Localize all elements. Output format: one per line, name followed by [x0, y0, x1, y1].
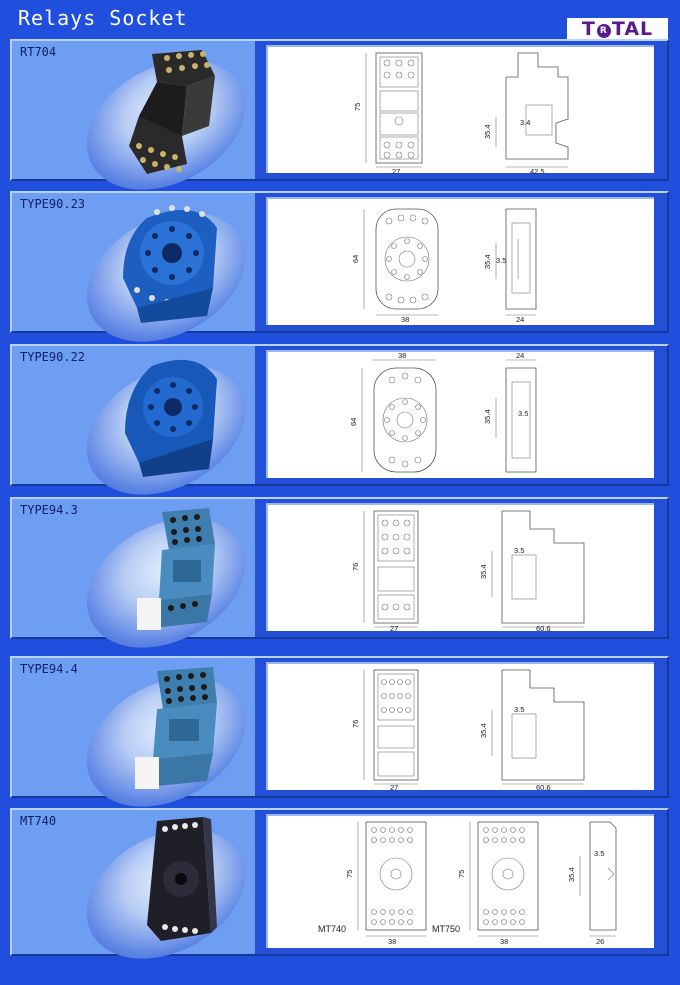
- dim-offset: 3.5: [518, 409, 528, 418]
- dim-offset: 3.5: [496, 256, 506, 265]
- model-label: MT740: [20, 814, 57, 828]
- socket-panel-type94-3: TYPE94.3 76 27 35.4 3.5 60.6: [10, 492, 669, 674]
- socket-panel-mt740: MT740 75 MT740 38 75 MT750 38 35.4: [10, 803, 669, 985]
- dim-rail: 35.4: [483, 254, 492, 269]
- blue-square-socket-icon: [135, 667, 217, 789]
- dimension-drawing: 38 64 24 35.4 3.5: [266, 350, 654, 478]
- model-label: TYPE90.23: [20, 197, 86, 211]
- model-label: TYPE94.3: [20, 503, 78, 517]
- dim-height: 64: [349, 418, 358, 426]
- dimension-drawing: 64 38 35.4 3.5 24: [266, 197, 654, 325]
- dim-height: 64: [351, 255, 360, 263]
- dim-rail: 35.4: [479, 723, 488, 738]
- model-label: TYPE90.22: [20, 350, 86, 364]
- socket-panel-rt704: RT704 75 27 35.4: [10, 34, 669, 216]
- blue-round-socket-icon: [125, 359, 217, 477]
- dim-offset: 3.5: [514, 546, 524, 555]
- dim-rail: 35.4: [483, 409, 492, 424]
- dim-depth: 60.6: [536, 624, 551, 633]
- variant-label-mt740: MT740: [318, 924, 346, 934]
- dimension-drawing: 75 MT740 38 75 MT750 38 35.4 3.5 26: [266, 814, 654, 948]
- socket-panel-type90-22: TYPE90.22 38 64 24 35.4 3.5: [10, 339, 669, 521]
- variant-label-mt750: MT750: [432, 924, 460, 934]
- dim-width: 27: [392, 167, 400, 175]
- black-din-socket-icon: [147, 817, 217, 941]
- dim-rail: 35.4: [567, 867, 576, 882]
- socket-panel-type90-23: TYPE90.23 64 38 35.4 3.5 24: [10, 186, 669, 368]
- dim-width: 27: [390, 783, 398, 792]
- dim-width: 38: [398, 352, 406, 360]
- dim-height: 76: [351, 563, 360, 571]
- dim-depth: 26: [596, 937, 604, 946]
- model-label: RT704: [20, 45, 57, 59]
- dim-height: 76: [351, 720, 360, 728]
- blue-square-socket-icon: [137, 508, 215, 630]
- dim-width: 27: [390, 624, 398, 633]
- dim-depth: 24: [516, 352, 524, 360]
- dim-height-mt740: 75: [345, 870, 354, 878]
- registered-mark-icon: R: [596, 24, 611, 38]
- dimension-drawing: 75 27 35.4 3.4 42.5: [266, 45, 654, 175]
- dim-offset: 3.5: [514, 705, 524, 714]
- dim-width: 38: [401, 315, 409, 324]
- model-label: TYPE94.4: [20, 662, 78, 676]
- dim-depth: 42.5: [530, 167, 545, 175]
- socket-panel-type94-4: TYPE94.4 76 27 35.4 3.5 60.6: [10, 651, 669, 833]
- dimension-drawing: 76 27 35.4 3.5 60.6: [266, 503, 654, 633]
- dim-depth: 24: [516, 315, 524, 324]
- dim-width-mt750: 38: [500, 937, 508, 946]
- page-title: Relays Socket: [18, 6, 188, 30]
- dim-height: 75: [353, 103, 362, 111]
- dim-offset: 3.5: [594, 849, 604, 858]
- dim-rail: 35.4: [479, 564, 488, 579]
- dim-depth: 60.6: [536, 783, 551, 792]
- dim-height-mt750: 75: [457, 870, 466, 878]
- dimension-drawing: 76 27 35.4 3.5 60.6: [266, 662, 654, 792]
- dim-rail: 35.4: [483, 124, 492, 139]
- blue-round-socket-icon: [123, 205, 217, 323]
- black-octal-socket-icon: [129, 50, 215, 174]
- dim-width-mt740: 38: [388, 937, 396, 946]
- dim-offset: 3.4: [520, 118, 530, 127]
